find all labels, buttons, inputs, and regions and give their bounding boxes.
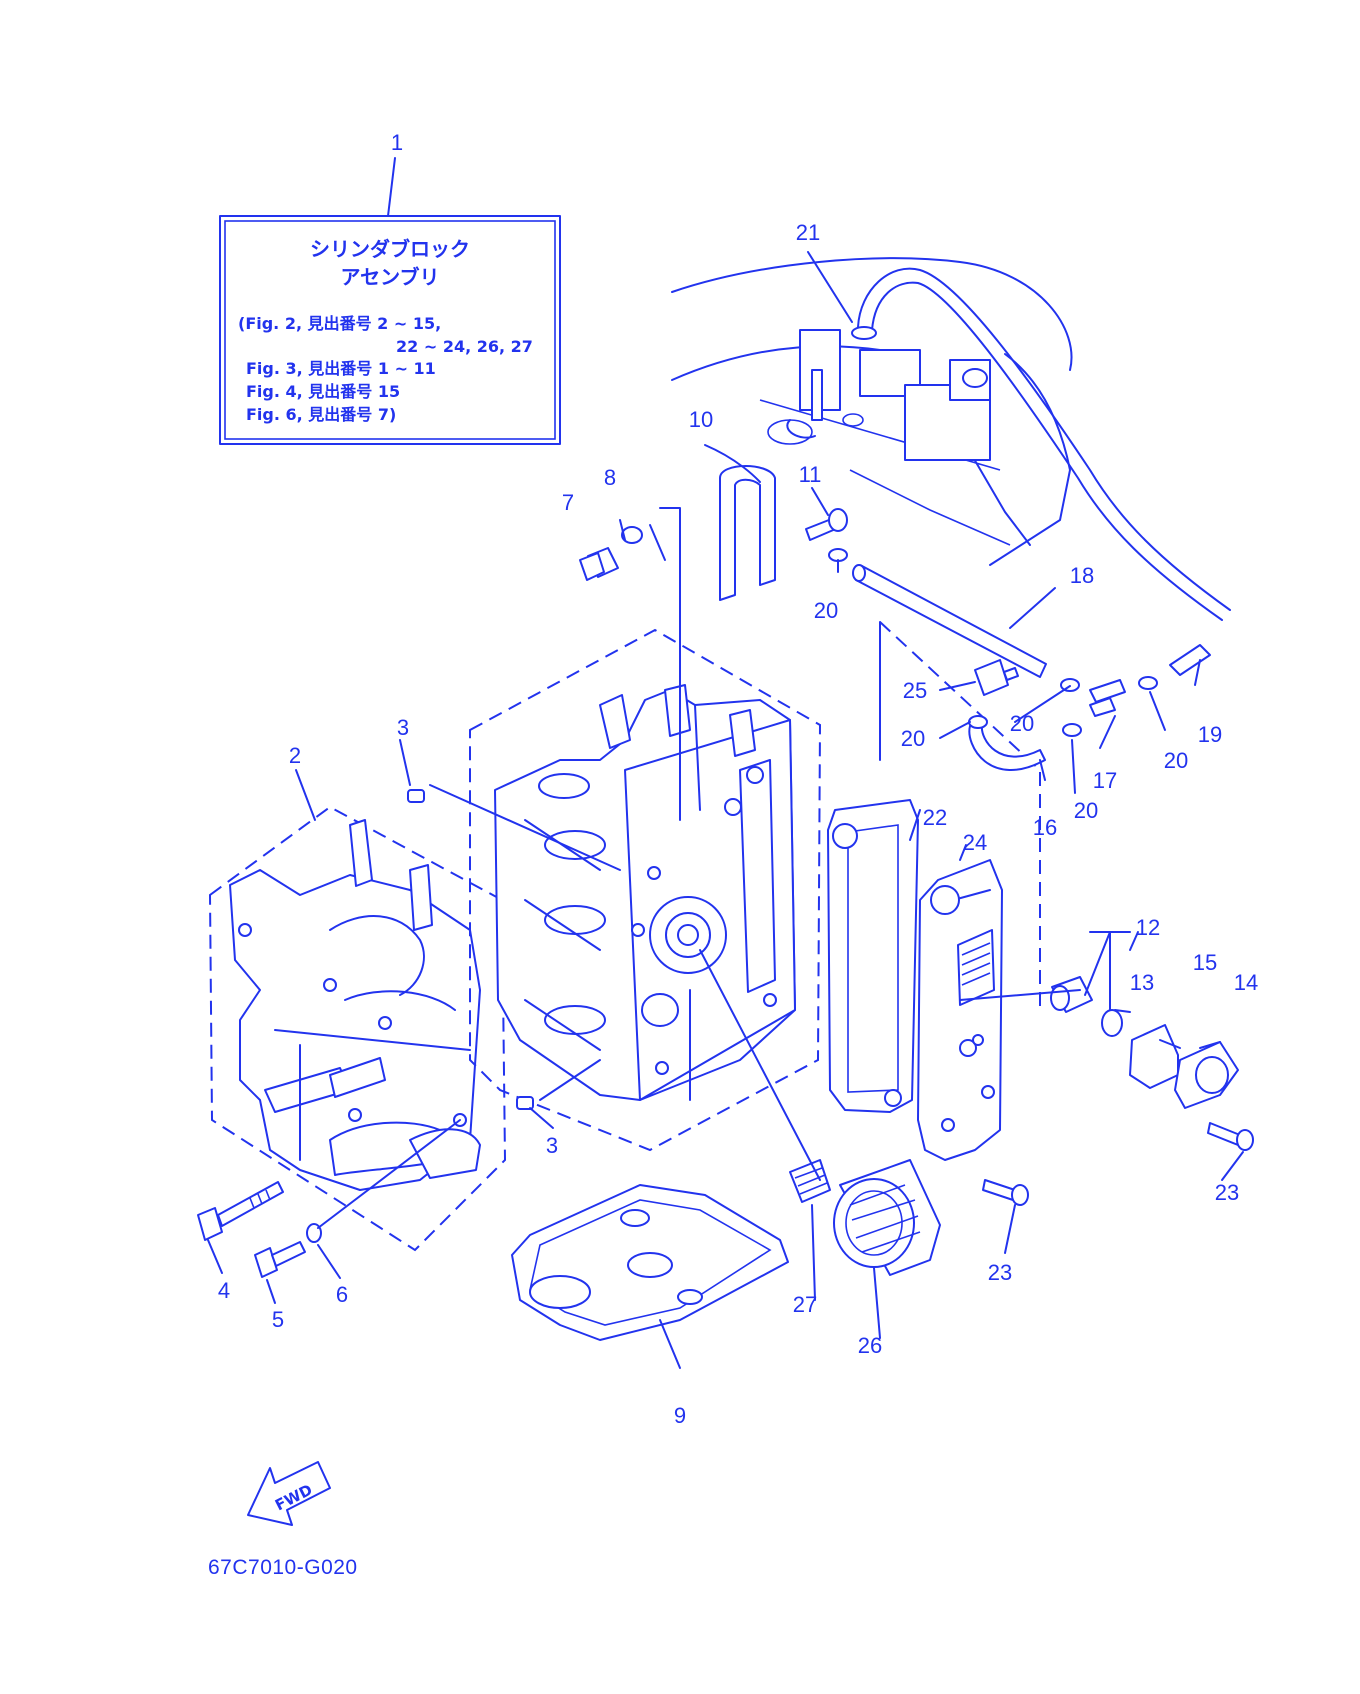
callout-14: 14	[1234, 970, 1258, 995]
gasket-part-22	[827, 799, 919, 1113]
callout-25: 25	[903, 678, 927, 703]
callout-11: 11	[799, 462, 822, 487]
callout-2: 2	[289, 743, 301, 768]
note-title-line1: シリンダブロック	[310, 237, 470, 261]
thermostat-part-12	[1050, 976, 1093, 1013]
oil-filter-part-26	[833, 1159, 941, 1276]
thermostat-cover-part-14	[1174, 1041, 1239, 1109]
union-bolt-part-27	[789, 1159, 831, 1203]
leader-lines	[207, 157, 1244, 1369]
callout-26: 26	[858, 1333, 882, 1358]
bolt-part-11	[805, 508, 848, 541]
callout-3: 3	[546, 1133, 558, 1158]
crankcase-part-2	[208, 805, 507, 1252]
callout-20: 20	[1010, 711, 1034, 736]
callout-numbers: 1 2 3 3 4 5 6 7 8 9 10 11 12 13 14 15 16…	[218, 130, 1258, 1428]
dowel-pin-part-3	[516, 1096, 534, 1110]
note-ref-line: (Fig. 2, 見出番号 2 ~ 15,	[238, 314, 441, 333]
gasket-part-8	[621, 526, 643, 544]
note-ref-line: Fig. 3, 見出番号 1 ~ 11	[246, 359, 436, 378]
figure-code: 67C7010-G020	[208, 1556, 358, 1579]
callout-22: 22	[923, 805, 947, 830]
bolt-part-5	[254, 1241, 306, 1278]
callout-5: 5	[272, 1307, 284, 1332]
callout-4: 4	[218, 1278, 230, 1303]
fitting-part-25	[974, 659, 1019, 696]
dowel-pin-part-3	[407, 789, 425, 803]
callout-20: 20	[1164, 748, 1188, 773]
note-ref-line: 22 ~ 24, 26, 27	[396, 337, 533, 356]
callout-3: 3	[397, 715, 409, 740]
note-title-line2: アセンブリ	[341, 265, 440, 289]
callout-20: 20	[814, 598, 838, 623]
note-ref-line: Fig. 4, 見出番号 15	[246, 382, 400, 401]
bolt-part-23	[1207, 1122, 1254, 1151]
callout-21: 21	[796, 220, 820, 245]
callout-27: 27	[793, 1292, 817, 1317]
callout-10: 10	[689, 407, 713, 432]
callout-20: 20	[1074, 798, 1098, 823]
callout-23: 23	[988, 1260, 1012, 1285]
fitting-part-17	[1089, 679, 1126, 717]
hose-part-16	[968, 724, 1046, 772]
callout-20: 20	[901, 726, 925, 751]
callout-12: 12	[1136, 915, 1160, 940]
hose-part-18	[852, 564, 1047, 678]
callout-16: 16	[1033, 815, 1057, 840]
callout-6: 6	[336, 1282, 348, 1307]
forward-direction-arrow: FWD	[247, 1461, 331, 1526]
cover-part-24	[879, 621, 1041, 1161]
engine-top-outline	[671, 257, 1231, 621]
callout-15: 15	[1193, 950, 1217, 975]
gasket-part-15	[1129, 1024, 1179, 1089]
callout-7: 7	[562, 490, 574, 515]
callout-18: 18	[1070, 563, 1094, 588]
gasket-part-13	[1101, 1009, 1123, 1037]
assembly-note-box: シリンダブロック アセンブリ (Fig. 2, 見出番号 2 ~ 15, 22 …	[219, 215, 561, 445]
callout-9: 9	[674, 1403, 686, 1428]
callout-13: 13	[1130, 970, 1154, 995]
callout-19: 19	[1198, 722, 1222, 747]
callout-17: 17	[1093, 768, 1117, 793]
note-ref-line: Fig. 6, 見出番号 7)	[246, 405, 396, 424]
cylinder-block	[469, 628, 822, 1152]
bolt-part-4	[197, 1181, 284, 1241]
hose-part-19	[1169, 644, 1211, 676]
bolt-part-23	[982, 1179, 1029, 1206]
callout-23: 23	[1215, 1180, 1239, 1205]
drain-plug-part-7	[579, 547, 619, 581]
callout-24: 24	[963, 830, 987, 855]
callout-1: 1	[391, 130, 403, 155]
bracket-part-10	[719, 465, 776, 601]
oil-pan-gasket-part-9	[511, 1184, 789, 1341]
callout-8: 8	[604, 465, 616, 490]
